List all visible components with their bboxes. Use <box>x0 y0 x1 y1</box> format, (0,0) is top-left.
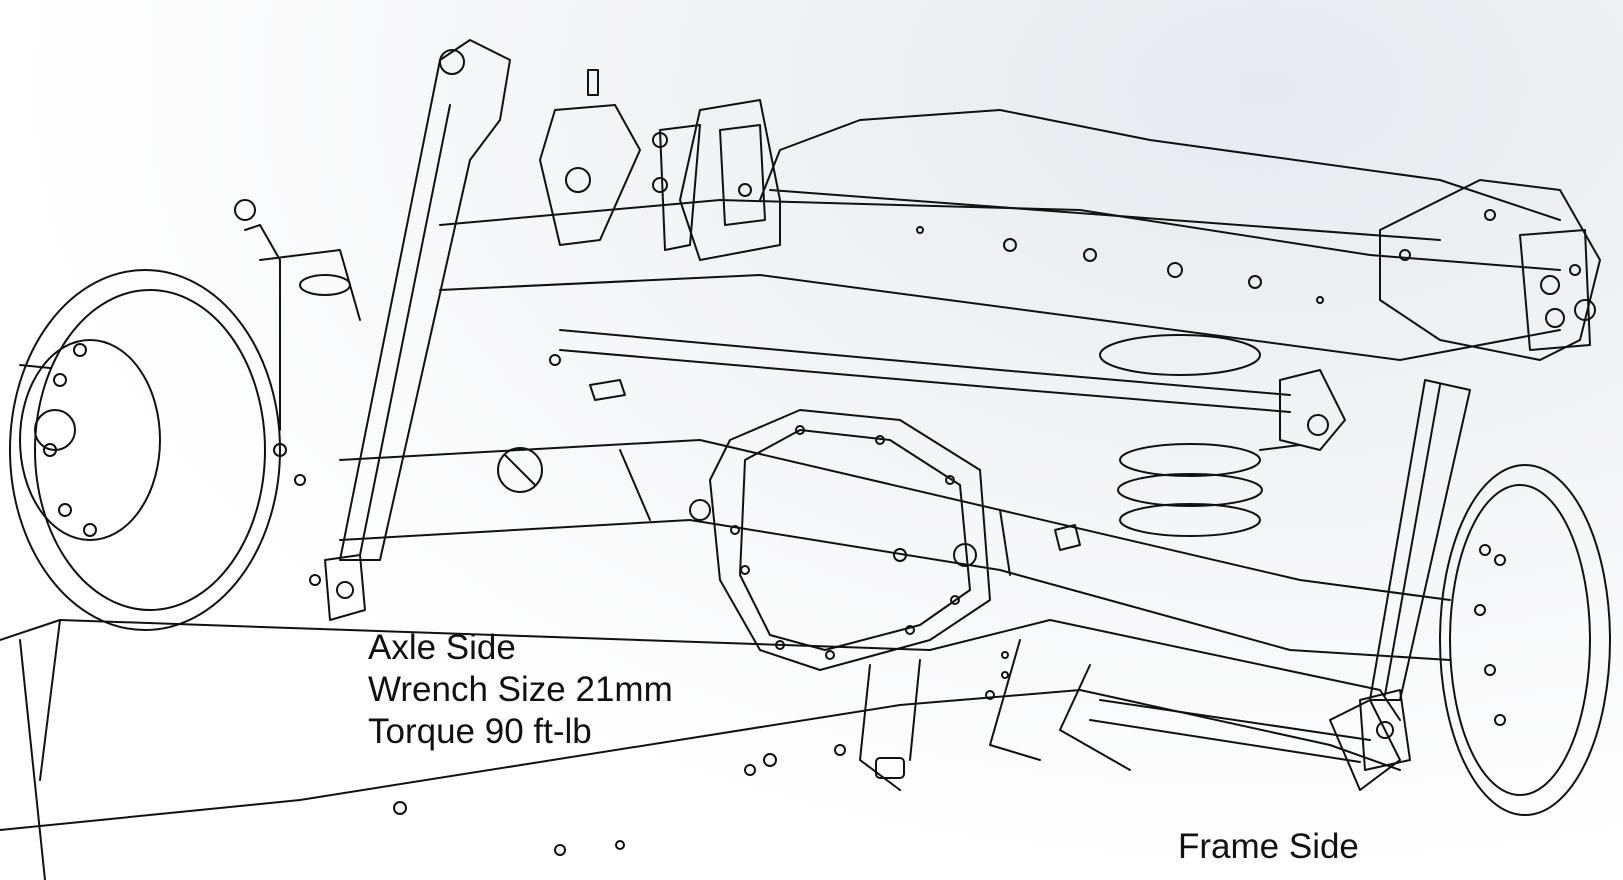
axle-side-label: Axle Side Wrench Size 21mm Torque 90 ft-… <box>368 627 673 753</box>
axle-side-title: Axle Side <box>368 628 516 667</box>
hardware-details <box>234 199 1596 551</box>
right-brake-drum <box>1439 464 1611 816</box>
axle-tube <box>339 439 1451 661</box>
lower-link <box>1089 699 1401 791</box>
right-bracket <box>1379 179 1601 361</box>
left-shock <box>309 39 511 621</box>
axle-side-torque: Torque 90 ft-lb <box>368 712 592 751</box>
upper-frame-rail <box>439 109 1561 366</box>
coil-spring <box>1099 334 1263 537</box>
upper-mount-bracket <box>539 69 781 261</box>
right-shock <box>1359 379 1471 771</box>
differential <box>689 409 991 671</box>
track-bar <box>559 329 1346 451</box>
axle-side-wrench-size: Wrench Size 21mm <box>368 670 673 709</box>
frame-side-label: Frame Side <box>1178 827 1359 866</box>
left-brake-drum <box>9 224 361 631</box>
